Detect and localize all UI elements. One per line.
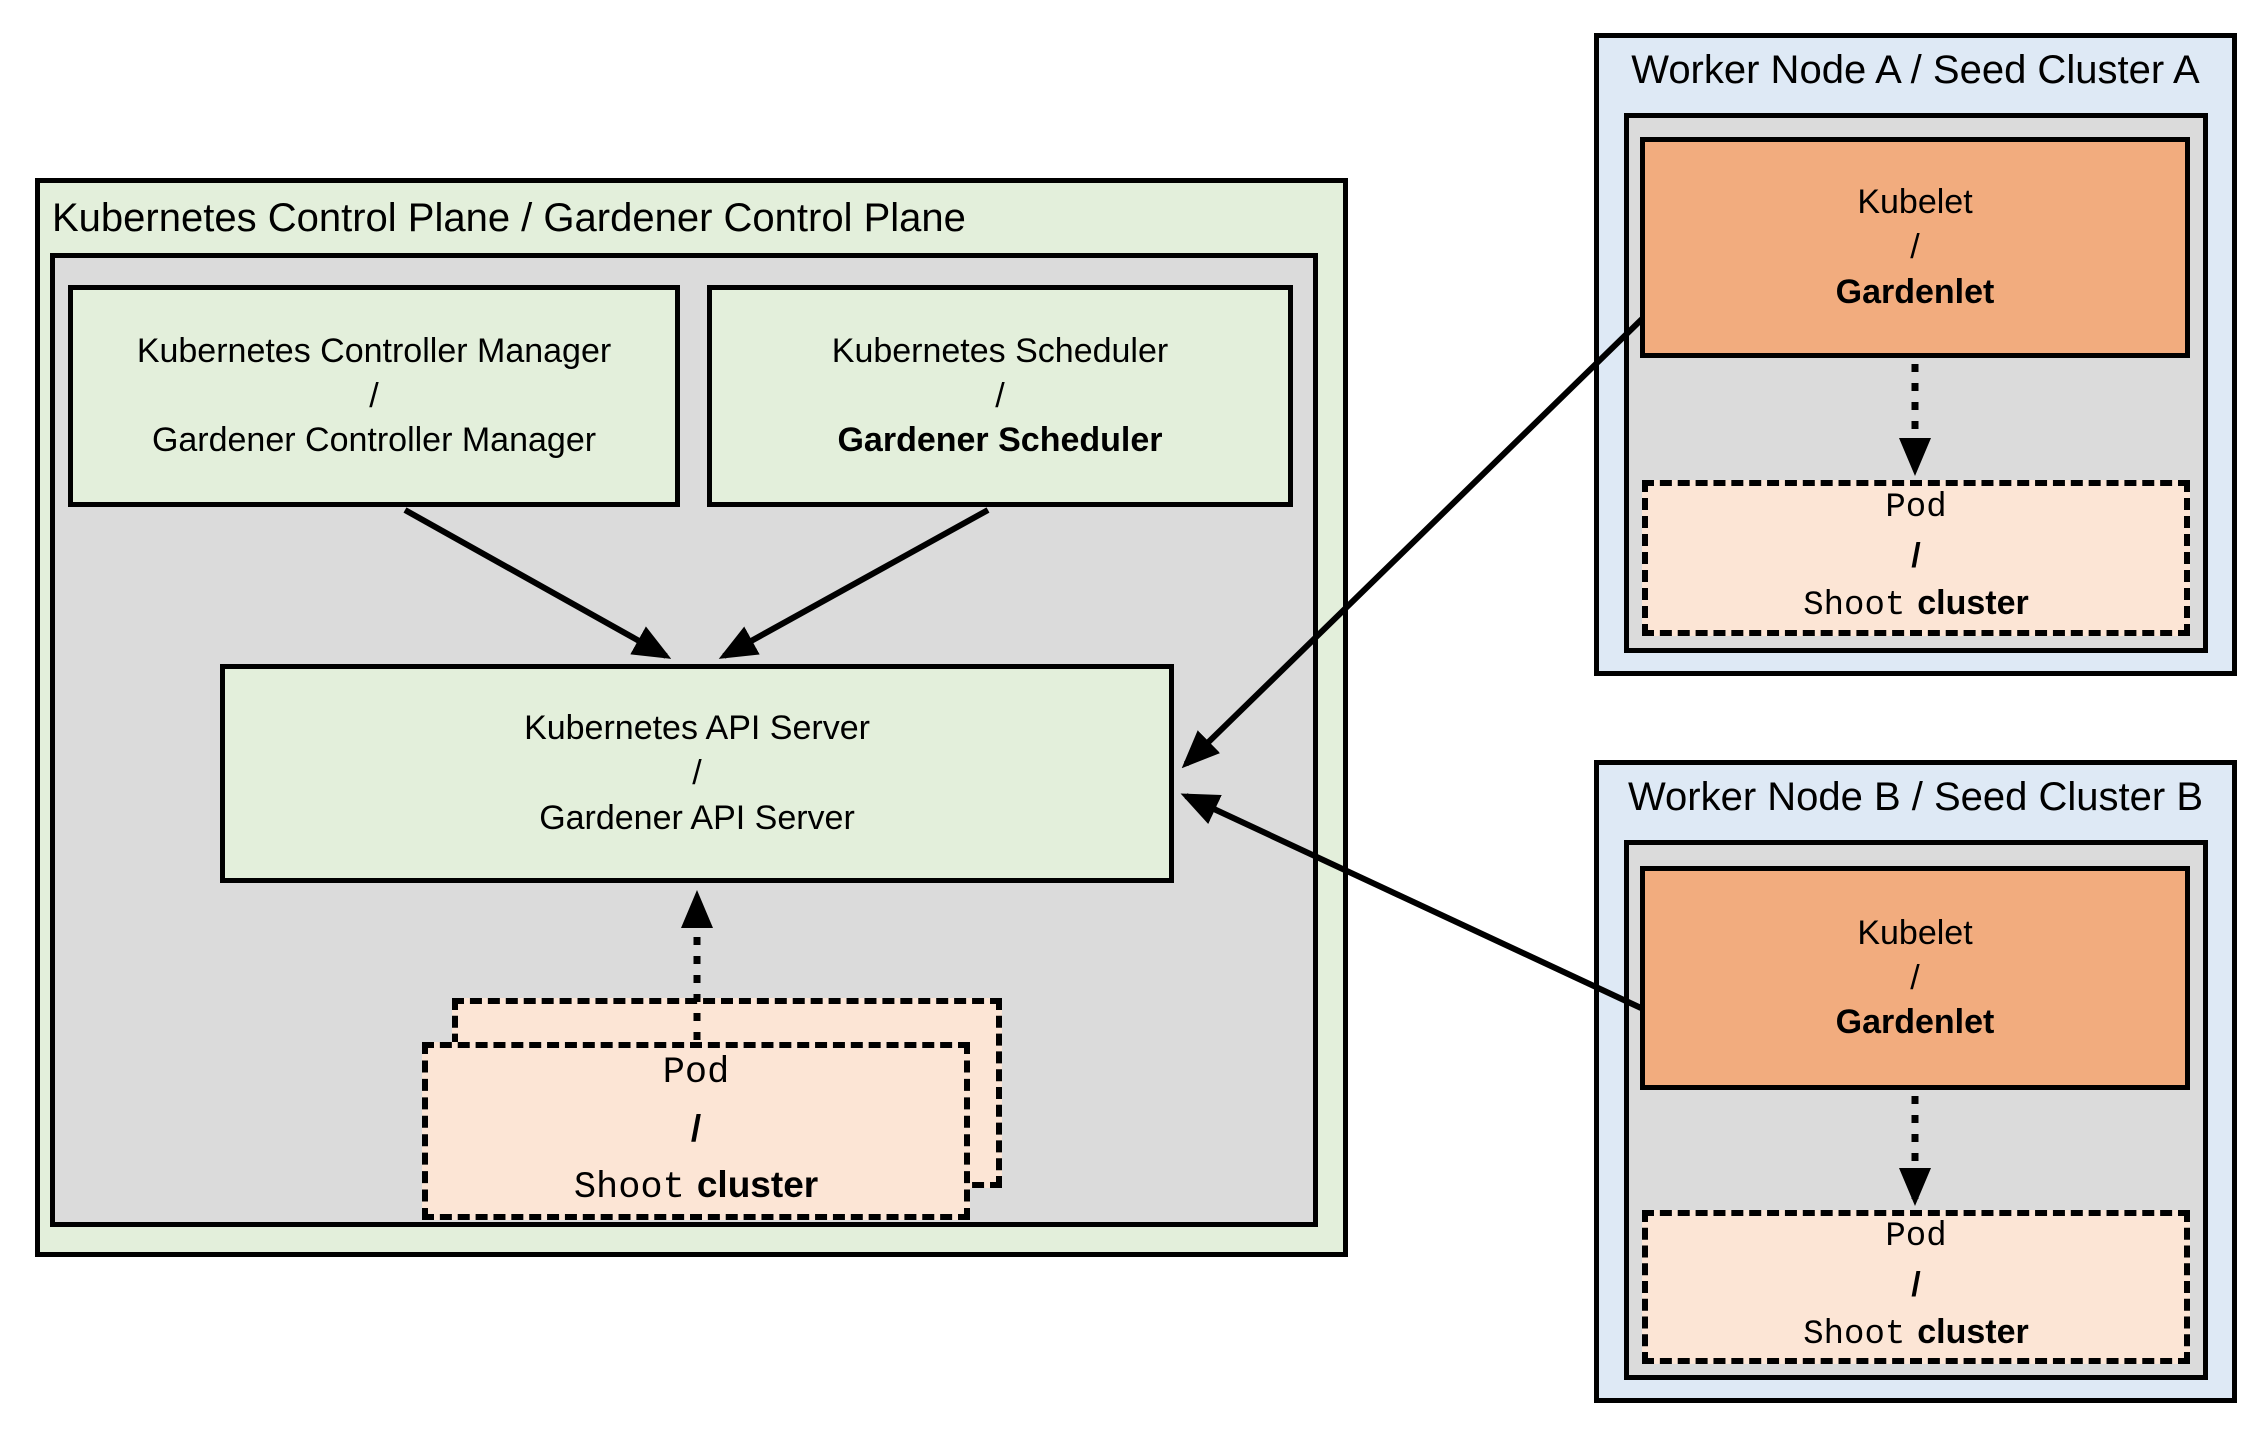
api-server-slash: / [692, 754, 702, 793]
controller-manager-line1: Kubernetes Controller Manager [136, 331, 612, 370]
kubelet-b-box: Kubelet / Gardenlet [1640, 866, 2190, 1090]
scheduler-slash: / [995, 376, 1005, 415]
pod-b-line1: Pod [1885, 1218, 1947, 1257]
controller-manager-slash: / [369, 376, 379, 415]
scheduler-line1: Kubernetes Scheduler [831, 331, 1169, 370]
kubelet-b-line3: Gardenlet [1835, 1003, 1995, 1042]
controller-manager-line3: Gardener Controller Manager [151, 421, 597, 460]
controller-manager-box: Kubernetes Controller Manager / Gardener… [68, 285, 680, 507]
api-server-line3: Gardener API Server [539, 798, 855, 837]
scheduler-line3: Gardener Scheduler [837, 421, 1163, 460]
pod-a-slash: / [1911, 536, 1921, 575]
pod-a-line1: Pod [1885, 489, 1947, 528]
pod-line1: Pod [662, 1051, 730, 1094]
pod-b-line3: Shoot cluster [1803, 1309, 2029, 1360]
kubelet-a-box: Kubelet / Gardenlet [1640, 137, 2190, 358]
pod-a-line3-cluster: cluster [1917, 584, 2029, 623]
api-server-line1: Kubernetes API Server [524, 709, 870, 748]
pod-line3-cluster: cluster [696, 1163, 819, 1205]
pod-a-line3-shoot: Shoot [1803, 587, 1906, 626]
pod-b-line3-shoot: Shoot [1803, 1316, 1906, 1355]
kubelet-b-slash: / [1910, 958, 1920, 997]
kubelet-a-slash: / [1910, 228, 1920, 267]
control-plane-title: Kubernetes Control Plane / Gardener Cont… [52, 196, 966, 240]
worker-node-a-title: Worker Node A / Seed Cluster A [1631, 48, 2200, 92]
pod-line3-shoot: Shoot [573, 1166, 685, 1209]
pod-b-slash: / [1911, 1265, 1921, 1304]
pod-b-line3-cluster: cluster [1917, 1313, 2029, 1352]
scheduler-box: Kubernetes Scheduler / Gardener Schedule… [707, 285, 1293, 507]
pod-shoot-b-box: Pod / Shoot cluster [1642, 1210, 2190, 1364]
kubelet-a-line1: Kubelet [1857, 183, 1973, 222]
pod-shoot-a-box: Pod / Shoot cluster [1642, 480, 2190, 636]
pod-a-line3: Shoot cluster [1803, 580, 2029, 631]
kubelet-a-line3: Gardenlet [1835, 272, 1995, 311]
pod-line3: Shoot cluster [574, 1157, 818, 1217]
pod-slash: / [690, 1108, 702, 1150]
worker-node-b-title: Worker Node B / Seed Cluster B [1627, 775, 2204, 819]
api-server-box: Kubernetes API Server / Gardener API Ser… [220, 664, 1174, 883]
pod-shoot-front-box: Pod / Shoot cluster [422, 1042, 970, 1220]
kubelet-b-line1: Kubelet [1857, 913, 1973, 952]
